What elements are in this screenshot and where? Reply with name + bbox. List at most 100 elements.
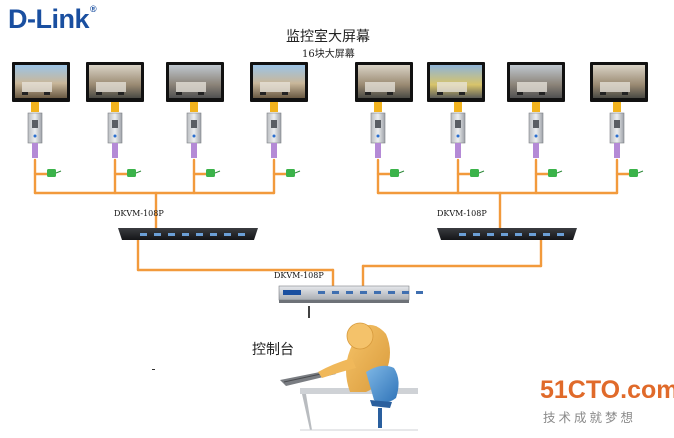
vga-plug-icon (374, 102, 382, 112)
diagram-title: 监控室大屏幕 (286, 29, 370, 45)
green-adapter-icon (470, 169, 479, 177)
switch-label-left: DKVM-108P (114, 209, 164, 218)
wheel-shape (539, 92, 545, 95)
truck-shape (437, 82, 467, 92)
cable-layer (33, 158, 631, 318)
switch-port (515, 233, 522, 236)
green-adapter-tail (398, 170, 405, 174)
monitor-unit (86, 62, 144, 177)
switch-port (360, 291, 367, 294)
vga-plug-icon (270, 102, 278, 112)
adapter-led (33, 134, 37, 138)
wheel-shape (622, 92, 628, 95)
switch-port (238, 233, 245, 236)
switch-port (402, 291, 409, 294)
truck-shape (600, 82, 630, 92)
kvm-switch-right: DKVM-108P (437, 209, 577, 240)
wheel-shape (260, 92, 266, 95)
monitor-unit (507, 62, 565, 177)
switch-port (459, 233, 466, 236)
wheel-shape (282, 92, 288, 95)
diagram-subtitle: 16块大屏幕 (302, 49, 355, 60)
green-adapter-tail (478, 170, 485, 174)
adapter-port (614, 120, 620, 128)
kvm-switch-center: DKVM-108P (274, 271, 423, 303)
vga-plug-icon (532, 102, 540, 112)
green-adapter-tail (556, 170, 563, 174)
switch-port (168, 233, 175, 236)
switch-port (374, 291, 381, 294)
switch-port (224, 233, 231, 236)
switch-ports-left (140, 233, 245, 236)
switch-port (346, 291, 353, 294)
switch-port (318, 291, 325, 294)
adapter-port (32, 120, 38, 128)
stray-mark (152, 369, 155, 370)
vga-plug-icon (31, 102, 39, 112)
wheel-shape (118, 92, 124, 95)
truck-shape (96, 82, 126, 92)
wheel-shape (387, 92, 393, 95)
switch-label-center: DKVM-108P (274, 271, 324, 280)
switch-port (210, 233, 217, 236)
green-adapter-tail (294, 170, 301, 174)
adapter-led (615, 134, 619, 138)
switch-port (473, 233, 480, 236)
green-adapter-icon (47, 169, 56, 177)
truck-shape (260, 82, 290, 92)
adapter-led (192, 134, 196, 138)
adapter-led (272, 134, 276, 138)
switch-ports-center (283, 290, 423, 295)
switch-port (182, 233, 189, 236)
watermark-slogan: 技术成就梦想 (543, 410, 637, 425)
vga-plug-icon (613, 102, 621, 112)
green-adapter-icon (629, 169, 638, 177)
switch-port (140, 233, 147, 236)
green-adapter-tail (214, 170, 221, 174)
switch-port (154, 233, 161, 236)
chair-icon (366, 365, 399, 403)
console-label: 控制台 (252, 342, 294, 358)
ps2-connector-icon (375, 143, 381, 158)
watermark-logo: 51CTO.com (540, 376, 674, 404)
ps2-connector-icon (32, 143, 38, 158)
device-layer (12, 62, 648, 177)
green-adapter-tail (55, 170, 62, 174)
switch-label-right: DKVM-108P (437, 209, 487, 218)
wheel-shape (600, 92, 606, 95)
ps2-connector-icon (112, 143, 118, 158)
wheel-shape (176, 92, 182, 95)
wheel-shape (365, 92, 371, 95)
vga-plug-icon (454, 102, 462, 112)
switch-port (332, 291, 339, 294)
wheel-shape (22, 92, 28, 95)
wheel-shape (96, 92, 102, 95)
wheel-shape (517, 92, 523, 95)
switch-port (416, 291, 423, 294)
monitor-unit (427, 62, 485, 177)
switch-port (196, 233, 203, 236)
ps2-connector-icon (455, 143, 461, 158)
adapter-led (376, 134, 380, 138)
switch-port (543, 233, 550, 236)
switch-port (487, 233, 494, 236)
green-adapter-tail (637, 170, 644, 174)
monitor-unit (250, 62, 308, 177)
monitor-unit (12, 62, 70, 177)
green-adapter-icon (127, 169, 136, 177)
adapter-led (113, 134, 117, 138)
green-adapter-icon (286, 169, 295, 177)
adapter-port (455, 120, 461, 128)
truck-shape (365, 82, 395, 92)
adapter-port (375, 120, 381, 128)
wheel-shape (459, 92, 465, 95)
monitor-unit (355, 62, 413, 177)
adapter-port (271, 120, 277, 128)
truck-shape (517, 82, 547, 92)
adapter-port (533, 120, 539, 128)
green-adapter-icon (206, 169, 215, 177)
green-adapter-icon (548, 169, 557, 177)
switch-port (501, 233, 508, 236)
